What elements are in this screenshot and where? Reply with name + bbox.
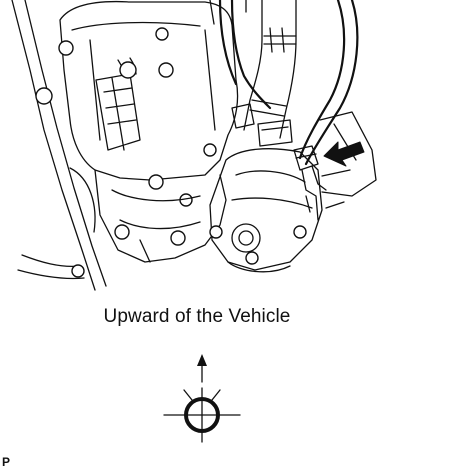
- engine-illustration: [11, 0, 377, 291]
- bolt: [58, 40, 74, 56]
- black-arrow-icon: [323, 141, 365, 167]
- bolt: [158, 62, 174, 78]
- bolt: [155, 27, 169, 41]
- bolt: [203, 143, 217, 157]
- throttle-body-outline: [209, 148, 323, 271]
- hose-clamp: [231, 103, 255, 129]
- upward-arrow-head: [197, 354, 207, 366]
- coolant-hose: [230, 0, 272, 110]
- intake-hose: [243, 0, 263, 131]
- direction-circle: [184, 397, 220, 433]
- hose-fitting: [293, 145, 319, 171]
- bolt: [119, 61, 137, 79]
- vehicle-direction-symbol-icon: [163, 354, 241, 443]
- figure-code: P: [2, 455, 11, 469]
- bolt: [35, 87, 53, 105]
- bolt: [148, 174, 164, 190]
- left-pipe-inner: [24, 0, 107, 287]
- lower-body-outline: [94, 169, 227, 263]
- left-pipe-outline: [11, 0, 96, 291]
- engine-housing-outline: [59, 0, 239, 181]
- connector-block: [95, 73, 141, 151]
- orientation-caption: Upward of the Vehicle: [103, 306, 291, 327]
- right-bracket: [319, 111, 377, 197]
